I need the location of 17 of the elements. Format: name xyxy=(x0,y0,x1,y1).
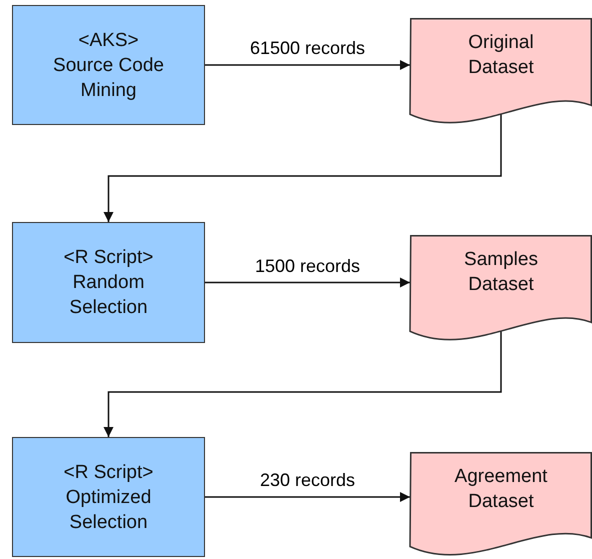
node-text: Source Code Mining xyxy=(52,54,165,102)
arrow xyxy=(104,331,502,437)
node-text: Agreement Dataset xyxy=(454,465,548,514)
arrow xyxy=(205,492,410,502)
node-text: Random Selection xyxy=(68,271,149,320)
node-text: <R Script> xyxy=(64,246,154,270)
node-text: Original Dataset xyxy=(467,31,535,80)
process-box xyxy=(12,222,205,343)
node-text: <AKS> xyxy=(78,28,139,52)
process-box xyxy=(12,437,205,557)
node-text: Optimized Selection xyxy=(64,486,152,534)
arrow xyxy=(104,114,502,222)
process-box xyxy=(12,5,205,125)
node-text: Samples Dataset xyxy=(463,248,539,297)
arrow xyxy=(205,278,410,288)
arrow xyxy=(205,60,410,70)
node-text: <R Script> xyxy=(64,460,154,484)
